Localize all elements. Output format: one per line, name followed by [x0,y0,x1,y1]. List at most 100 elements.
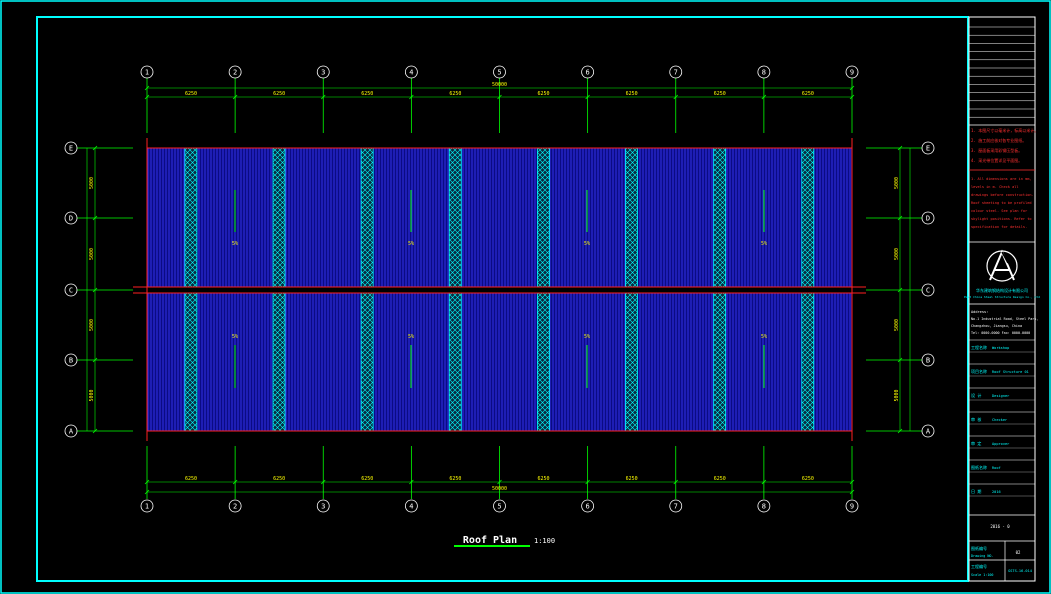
dim-tick [320,479,326,485]
dim-text-overall: 50000 [492,486,507,492]
dim-text-bay: 6250 [273,476,285,482]
notes-en: 1. All dimensions are in mm, levels in m… [971,177,1034,229]
grid-bubble-column-bottom-label: 5 [497,503,501,511]
grid-bubble-row-right-label: B [926,357,930,365]
grid-bubble-column-bottom-circle [669,499,683,513]
grid-bubble-column-top-circle [404,65,418,79]
company-name-cn: 华东建筑钢结构设计有限公司 [976,287,1028,293]
grid-bubble-row-left-label: B [69,357,73,365]
grid-bubble-row-left-label: E [69,145,73,153]
dim-tick [761,94,767,100]
skylight-lower [801,292,815,432]
note-en-1: 1. All dimensions are in mm, [971,177,1032,181]
grid-bubble-column-top-circle [316,65,330,79]
dimension-layer: 6250 6250 6250 6250 6250 6250 6250 6250 50000 625… [86,82,911,495]
dim-text-bay: 6250 [538,476,550,482]
address-line-2: Changzhou, Jiangsu, China [971,324,1022,328]
drawing-scale: 1:100 [534,537,555,545]
slope-label-lower: 5% [408,334,414,340]
dim-text-bay: 6250 [626,476,638,482]
skylight-upper [448,147,462,288]
dim-text-row: 5000 [894,319,900,331]
dim-tick [320,94,326,100]
note-en-7: specification for details. [971,225,1027,229]
grid-bubble-column-top-label: 9 [850,69,854,77]
grid-layer [77,78,922,499]
skylight-upper [713,147,727,288]
dim-tick [673,94,679,100]
grid-bubble-column-bottom-circle [845,499,859,513]
grid-bubble-row-right-label: D [926,215,930,223]
field-value: Roof Structure 01 [992,370,1029,374]
scale-label: Scale 1:100 [971,573,993,577]
grid-bubble-row-right-circle [921,211,935,225]
dim-tick [849,489,855,495]
note-en-6: skylight positions. Refer to [971,217,1032,221]
grid-bubble-column-bottom-label: 2 [233,503,237,511]
dim-tick [144,94,150,100]
dim-text-row: 5000 [894,177,900,189]
note-cn-2: 2. 施工前应核对各专业图纸。 [971,137,1026,143]
title-block-revision-rows [969,26,1035,126]
dim-tick [92,428,98,434]
grid-bubble-column-bottom-label: 1 [145,503,149,511]
skylight-lower [448,292,462,432]
dim-text-bay: 6250 [802,91,814,97]
dim-text-bay: 6250 [802,476,814,482]
grid-bubble-column-top-circle [845,65,859,79]
dim-text-bay: 6250 [714,476,726,482]
grid-bubble-row-left-circle [64,283,78,297]
note-cn-4: 4. 采光带位置详见平面图。 [971,157,1022,163]
skylight-upper [625,147,638,288]
dim-text-row: 5000 [89,177,95,189]
skylight-lower [272,292,286,432]
grid-bubble-column-top-label: 1 [145,69,149,77]
dim-text-overall: 50000 [492,82,507,88]
slope-label-lower: 5% [232,334,238,340]
dim-text-bay: 6250 [361,476,373,482]
note-cn-3: 3. 屋面板采用彩钢压型板。 [971,147,1022,153]
dim-text-bay: 6250 [273,91,285,97]
grid-bubble-column-top-circle [581,65,595,79]
skylight-lower [536,292,550,432]
dim-text-bay: 6250 [714,91,726,97]
slope-label-upper: 5% [232,241,238,247]
dim-tick [585,94,590,100]
dim-text-bay: 6250 [449,476,461,482]
grid-bubble-column-top-label: 5 [497,69,501,77]
field-value: Designer [992,394,1010,398]
dim-tick [897,428,903,434]
note-cn-1: 1. 本图尺寸以毫米计，标高以米计。 [971,127,1038,133]
company-name-en: East China Steel Structure Design Co., L… [964,295,1040,299]
drawing-no-en: Drawing NO. [971,554,993,558]
grid-bubble-row-right-circle [921,424,935,438]
skylight-lower [184,292,198,432]
grid-bubble-row-left-circle [64,424,78,438]
grid-bubble-row-left-label: D [69,215,73,223]
project-no-value: GSTS-16-014 [1008,569,1032,573]
dim-text-row: 5000 [894,389,900,401]
grid-bubble-column-bottom-circle [140,499,154,513]
grid-bubble-column-top-label: 4 [409,69,413,77]
field-value: Approver [992,442,1010,446]
note-en-2: levels in m. Check all [971,185,1019,189]
drawing-no-label: 图纸编号 [971,545,987,551]
dim-tick [497,479,502,485]
grid-bubble-column-top-label: 3 [321,69,325,77]
grid-bubble-column-bottom-label: 7 [674,503,678,511]
grid-bubble-row-right-circle [921,353,935,367]
dim-text-bay: 6250 [185,91,197,97]
dim-tick [897,287,903,293]
dim-tick [849,479,855,485]
dim-tick [585,479,590,485]
roof-layer: 5%5%5%5%5%5%5%5% [133,138,866,441]
dim-text-bay: 6250 [538,91,550,97]
grid-bubble-column-top-label: 7 [674,69,678,77]
grid-bubble-column-bottom-circle [757,499,771,513]
dim-tick [761,479,767,485]
slope-label-upper: 5% [408,241,414,247]
dim-text-bay: 6250 [185,476,197,482]
grid-bubble-column-top-circle [228,65,242,79]
field-label: 日 期 [971,488,981,494]
